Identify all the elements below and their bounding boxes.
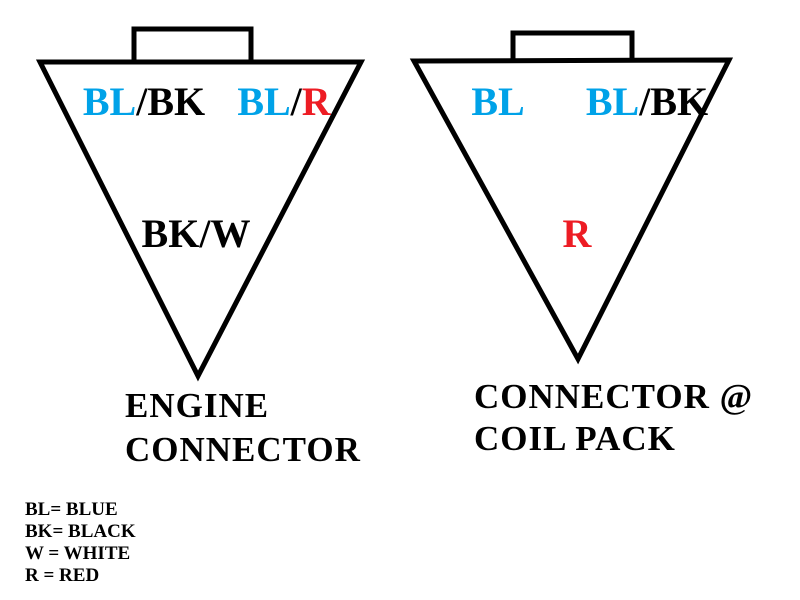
legend-item-blue: BL= BLUE bbox=[25, 499, 118, 520]
caption-line: ENGINE bbox=[125, 386, 270, 425]
caption-line: CONNECTOR bbox=[125, 430, 361, 469]
wire-color-segment: BL bbox=[471, 79, 525, 124]
wire-color-segment: R bbox=[301, 79, 331, 124]
caption-line: COIL PACK bbox=[474, 419, 676, 458]
wire-color-segment: BL bbox=[585, 79, 640, 124]
left-connector-triangle bbox=[35, 59, 366, 382]
wire-color-legend: BL= BLUE BK= BLACK W = WHITE R = RED bbox=[25, 499, 136, 587]
wire-color-segment: BL bbox=[237, 79, 291, 124]
caption-line: CONNECTOR @ bbox=[474, 377, 754, 416]
right-pin-label-bl: BL bbox=[471, 82, 524, 122]
wire-color-segment: /BK bbox=[136, 79, 206, 124]
wire-color-segment: BK/W bbox=[141, 211, 251, 256]
right-pin-label-r: R bbox=[563, 214, 592, 254]
right-connector-caption: CONNECTOR @ COIL PACK bbox=[474, 376, 753, 460]
wire-color-segment: /BK bbox=[639, 79, 709, 124]
right-connector-triangle bbox=[409, 57, 734, 365]
left-pin-label-bk-w: BK/W bbox=[142, 214, 251, 254]
left-pin-label-bl-r: BL/R bbox=[237, 82, 330, 122]
left-pin-label-bl-bk: BL/BK bbox=[83, 82, 205, 122]
wire-color-segment: R bbox=[562, 211, 592, 256]
left-connector-caption: ENGINE CONNECTOR bbox=[125, 384, 361, 472]
legend-item-white: W = WHITE bbox=[25, 543, 131, 564]
legend-item-black: BK= BLACK bbox=[25, 521, 136, 542]
wire-color-segment: / bbox=[290, 79, 302, 124]
legend-item-red: R = RED bbox=[25, 565, 100, 586]
left-connector-tab bbox=[131, 26, 254, 64]
right-connector-tab bbox=[510, 30, 635, 61]
wire-color-segment: BL bbox=[82, 79, 137, 124]
right-pin-label-bl-bk: BL/BK bbox=[586, 82, 708, 122]
